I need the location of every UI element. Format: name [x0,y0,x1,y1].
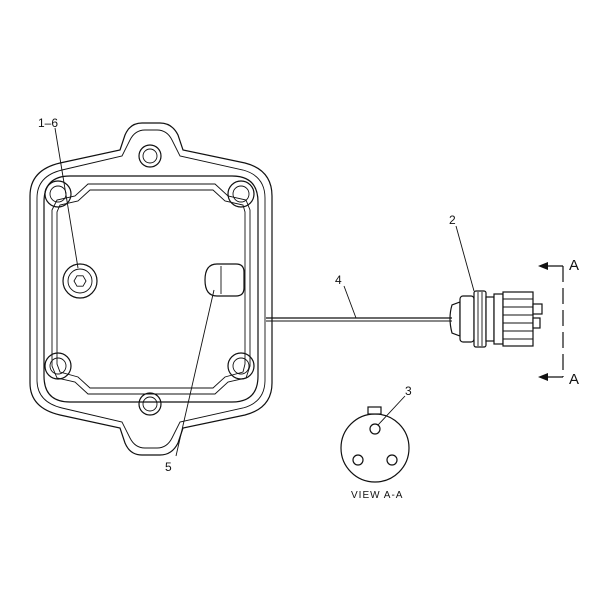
corner-boss-bottom-left [44,352,72,380]
view-a-a [340,406,410,483]
corner-boss-top-right [227,180,255,208]
callout-5: 5 [165,460,172,474]
callout-2: 2 [449,213,456,227]
section-letter-top: A [569,257,579,274]
leader-lines [54,127,475,457]
hex-plug [62,263,98,299]
cable [266,317,452,322]
view-label: VIEW A-A [351,490,403,501]
callout-4: 4 [335,273,342,287]
corner-boss-bottom-right [227,352,255,380]
section-line [538,262,564,381]
module-housing [29,122,273,456]
plug-connector [449,290,543,348]
section-letter-bottom: A [569,371,579,388]
callout-3: 3 [405,384,412,398]
receptacle [204,263,245,297]
mounting-hole-bottom [138,392,162,416]
mounting-hole-top [138,144,162,168]
callout-1-6: 1–6 [38,116,58,130]
